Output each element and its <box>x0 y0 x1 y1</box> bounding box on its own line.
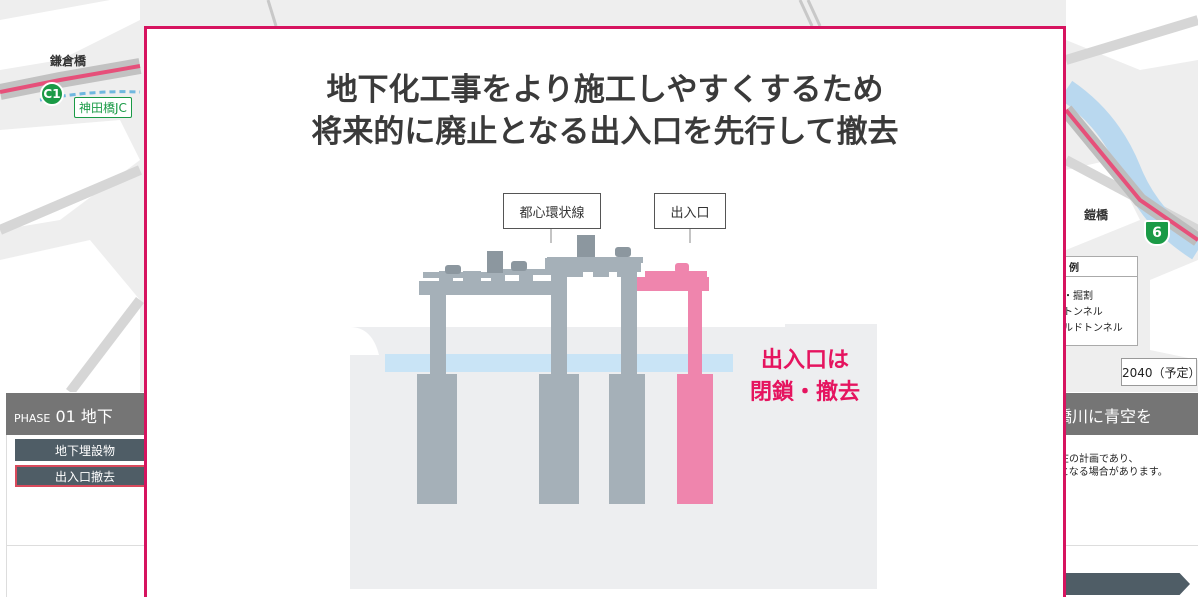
tag-loop-line: 都心環状線 <box>503 193 601 229</box>
map-label-yoroibashi: 鎧橋 <box>1084 208 1109 222</box>
map-graphic <box>0 0 1198 392</box>
ramp-callout-line2: 閉鎖・撤去 <box>749 380 860 405</box>
tag-ramp: 出入口 <box>654 193 726 229</box>
loop-line-structure <box>417 257 645 504</box>
legend-item: トンネル <box>1063 307 1103 318</box>
note-line: 在の計画であり、 <box>1059 454 1139 465</box>
modal-title: 地下化工事をより施工しやすくするため 将来的に廃止となる出入口を先行して撤去 <box>147 69 1063 153</box>
map-label-kandabashi-jct: 神田橋JC <box>74 97 132 118</box>
route-c1-badge-icon: C1 <box>40 82 64 106</box>
ramp-callout-line1: 出入口は <box>760 348 849 373</box>
phase-title-text: 地下 <box>80 407 113 426</box>
ramp-callout: 出入口は 閉鎖・撤去 <box>737 345 873 409</box>
route-6-badge-icon: 6 <box>1144 220 1170 246</box>
phase-title: PHASE 01 地下 <box>14 403 113 427</box>
year-callout[interactable]: 2040（予定） <box>1121 358 1198 386</box>
disclaimer-note: 在の計画であり、 となる場合があります。 <box>1059 453 1168 479</box>
phase-number: 01 <box>55 407 76 426</box>
next-arrow-button[interactable] <box>1060 573 1190 595</box>
next-phase-title: 橋川に青空を <box>1056 407 1153 426</box>
explanation-modal: 地下化工事をより施工しやすくするため 将来的に廃止となる出入口を先行して撤去 都… <box>144 26 1066 597</box>
step-button-underground-utilities[interactable]: 地下埋設物 <box>15 439 155 461</box>
legend-item: ルドトンネル <box>1063 323 1123 334</box>
phase-prefix: PHASE <box>14 412 51 425</box>
modal-title-line1: 地下化工事をより施工しやすくするため <box>326 72 884 108</box>
legend-item: ・掘割 <box>1063 291 1093 302</box>
map-label-kamakurabashi: 鎌倉橋 <box>50 54 87 68</box>
ramp-structure <box>637 263 713 504</box>
legend-header: 例 <box>1059 257 1137 277</box>
step-button-ramp-removal[interactable]: 出入口撤去 <box>15 465 155 487</box>
modal-title-line2: 将来的に廃止となる出入口を先行して撤去 <box>311 114 899 150</box>
vehicle-icons <box>445 235 631 274</box>
map-legend: 例 ・掘割 トンネル ルドトンネル <box>1058 256 1138 346</box>
note-line: となる場合があります。 <box>1059 467 1168 478</box>
cross-section-diagram <box>350 229 877 589</box>
